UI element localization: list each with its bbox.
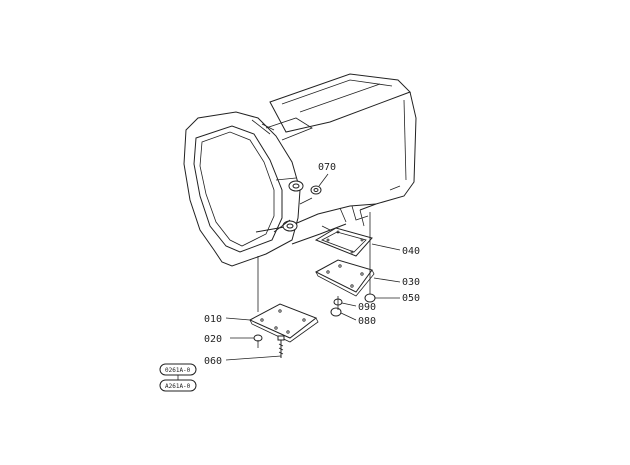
plug-070: [310, 173, 329, 195]
callout-070: 070: [318, 162, 336, 173]
washer-090: [333, 298, 357, 307]
nut-080: [330, 307, 357, 321]
cover-030: [314, 259, 401, 297]
callout-060: 060: [204, 356, 222, 367]
bolt-050: [364, 293, 400, 303]
serial-badge-bottom-label: A261A-0: [165, 383, 191, 390]
callout-090: 090: [358, 302, 376, 313]
callout-010: 010: [204, 314, 222, 325]
callout-020: 020: [204, 334, 222, 345]
transmission-housing: [183, 73, 417, 267]
bolt-060: [225, 335, 285, 361]
callout-040: 040: [402, 246, 420, 257]
cover-plate-010: [225, 303, 319, 343]
serial-badge-top-label: 0261A-0: [165, 367, 191, 374]
callout-030: 030: [402, 277, 420, 288]
gasket-040: [314, 227, 401, 257]
callout-080: 080: [358, 316, 376, 327]
serial-badge-bottom: [159, 379, 197, 392]
serial-badge-top: [159, 363, 197, 376]
callout-050: 050: [402, 293, 420, 304]
bolt-020: [230, 334, 263, 348]
serial-badges: 0261A-0 A261A-0: [159, 363, 197, 392]
